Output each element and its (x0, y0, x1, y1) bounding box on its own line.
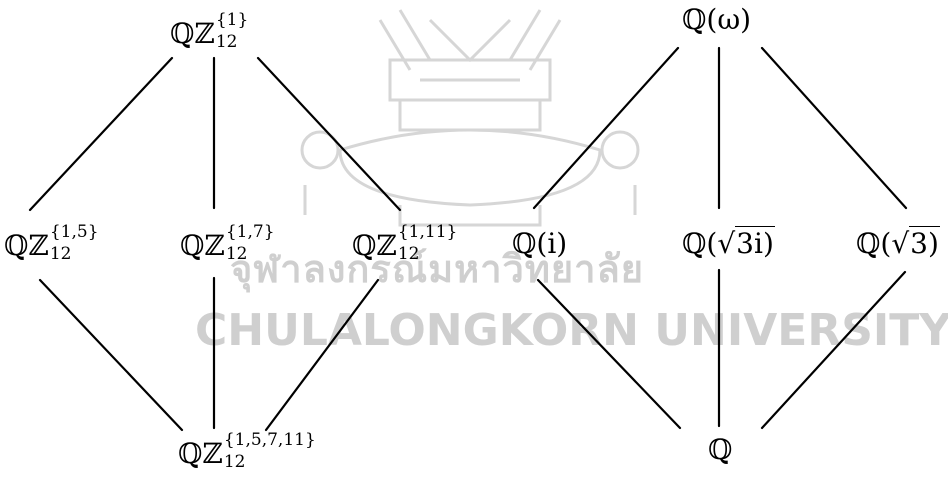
node-qz12-15711: ℚℤ{1,5,7,11}12 (178, 429, 316, 472)
edge-qi-q (536, 278, 682, 430)
node-q-sqrt3: ℚ(√3) (856, 226, 940, 260)
node-qz12-1: ℚℤ{1}12 (170, 9, 249, 52)
edge-qw-qs3 (760, 46, 908, 210)
edge-top-111 (256, 56, 402, 212)
node-q-sqrt3i: ℚ(√3i) (682, 226, 775, 260)
edge-qw-qi (532, 46, 680, 210)
watermark-emblem (300, 9, 640, 227)
node-q-i: ℚ(i) (512, 227, 568, 260)
node-q: ℚ (708, 433, 733, 466)
edge-qs3-q (760, 270, 907, 430)
edge-15-bottom (38, 278, 184, 432)
sqrt-symbol: √3) (891, 226, 940, 260)
edge-111-bottom (264, 278, 380, 432)
edge-top-15 (28, 56, 174, 212)
node-q-omega: ℚ(ω) (682, 3, 752, 36)
sqrt-symbol: √3i) (717, 226, 775, 260)
node-qz12-15: ℚℤ{1,5}12 (4, 221, 99, 264)
node-qz12-17: ℚℤ{1,7}12 (180, 221, 275, 264)
node-qz12-111: ℚℤ{1,11}12 (352, 221, 458, 264)
